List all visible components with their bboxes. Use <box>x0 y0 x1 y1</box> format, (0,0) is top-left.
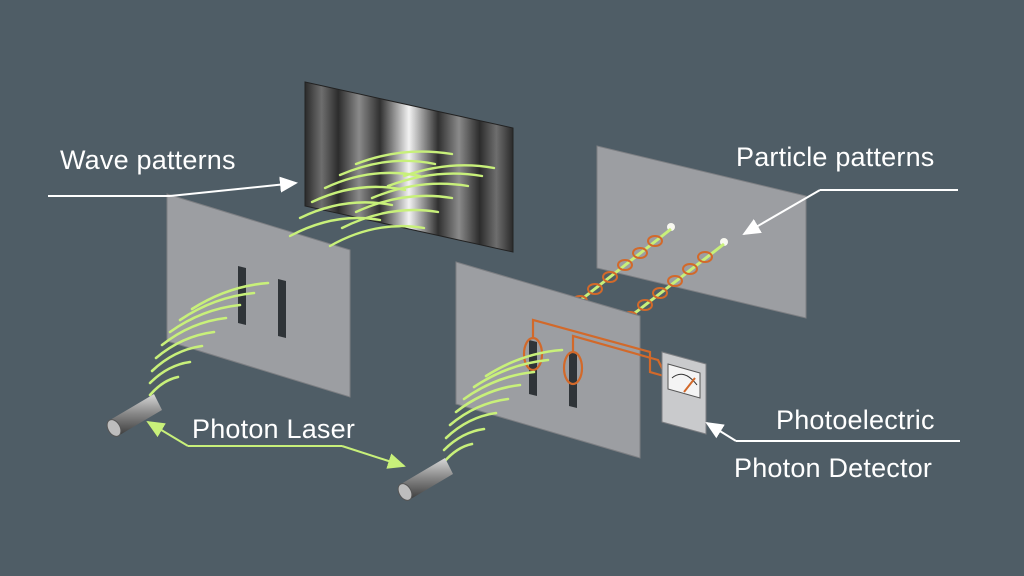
slit-2 <box>278 279 286 338</box>
detector-wires <box>522 318 665 386</box>
photon-detector-meter-icon <box>661 351 707 435</box>
slit-4 <box>569 352 577 408</box>
photon-laser-label: Photon Laser <box>192 414 356 444</box>
photon-detector-label: Photon Detector <box>734 453 933 483</box>
diffracted-waves-left <box>288 150 496 248</box>
interference-screen <box>304 81 514 253</box>
wave-patterns-label: Wave patterns <box>60 145 236 175</box>
photoelectric-label: Photoelectric <box>776 405 935 435</box>
photon-laser-arrow-left <box>146 420 189 447</box>
particle-screen <box>596 145 807 319</box>
photon-laser-icon <box>106 394 162 437</box>
photodetector-arrow <box>705 421 737 442</box>
slit-barrier-left <box>166 193 351 398</box>
photon-laser-arrow-right <box>341 445 406 469</box>
wave-patterns-arrow <box>169 176 298 197</box>
incoming-waves-left <box>148 281 270 397</box>
particle-patterns-label: Particle patterns <box>736 142 935 172</box>
particle-patterns-arrow <box>742 189 821 236</box>
photon-laser-icon <box>397 458 453 501</box>
incoming-waves-right <box>442 348 564 464</box>
